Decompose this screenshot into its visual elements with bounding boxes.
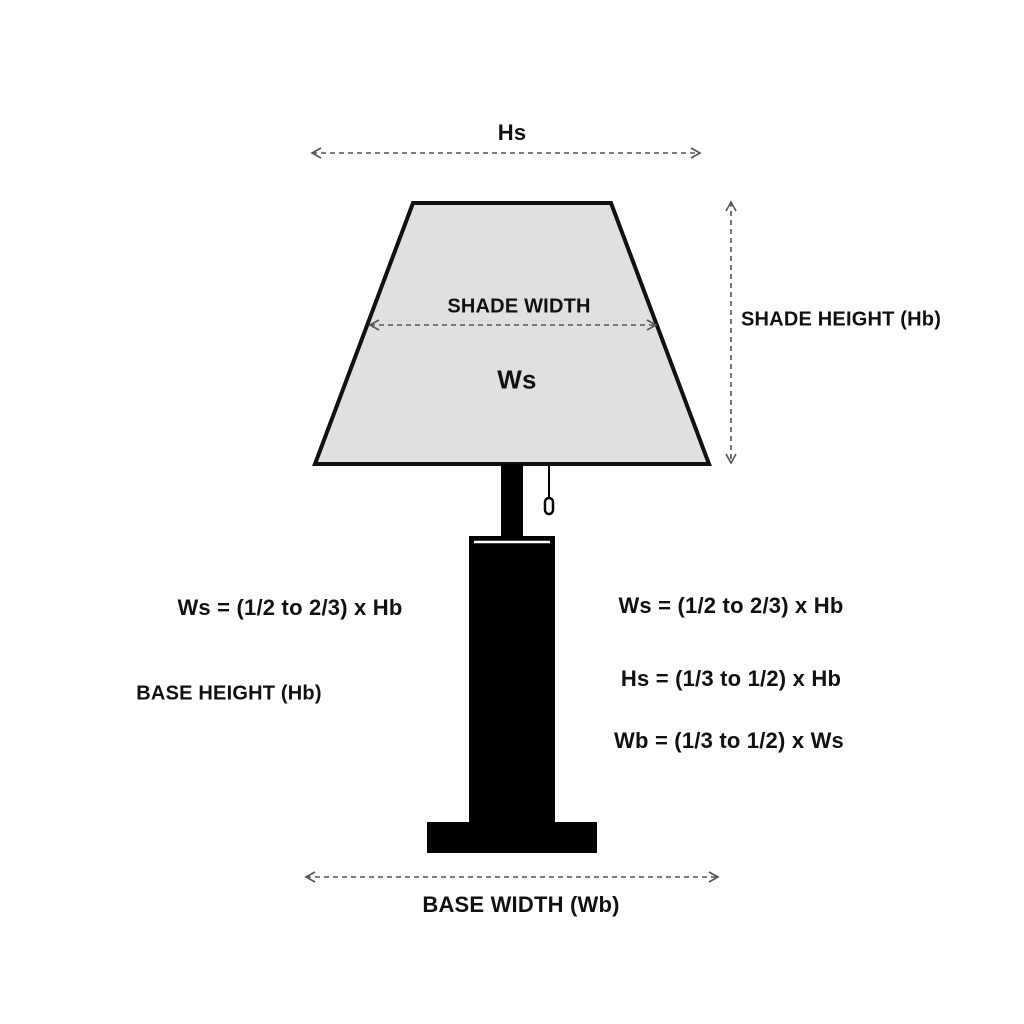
lamp-base-foot (427, 822, 597, 853)
pull-chain-icon (543, 464, 555, 516)
shade-height-label: SHADE HEIGHT (Hb) (741, 308, 942, 331)
top-dimension-label: Hs (497, 120, 527, 145)
shade-width-label: SHADE WIDTH (447, 295, 591, 318)
lamp-shade (312, 201, 712, 466)
left-formula: Ws = (1/2 to 2/3) x Hb (177, 595, 403, 620)
base-width-label: BASE WIDTH (Wb) (422, 892, 620, 917)
base-height-label: BASE HEIGHT (Hb) (136, 682, 322, 705)
lamp-neck (501, 464, 523, 536)
right-formula-ws: Ws = (1/2 to 2/3) x Hb (618, 593, 844, 618)
right-formula-hs: Hs = (1/3 to 1/2) x Hb (620, 666, 842, 691)
right-formula-wb: Wb = (1/3 to 1/2) x Ws (614, 728, 844, 753)
shade-symbol-label: Ws (497, 364, 537, 395)
lamp-base-body (469, 536, 555, 826)
